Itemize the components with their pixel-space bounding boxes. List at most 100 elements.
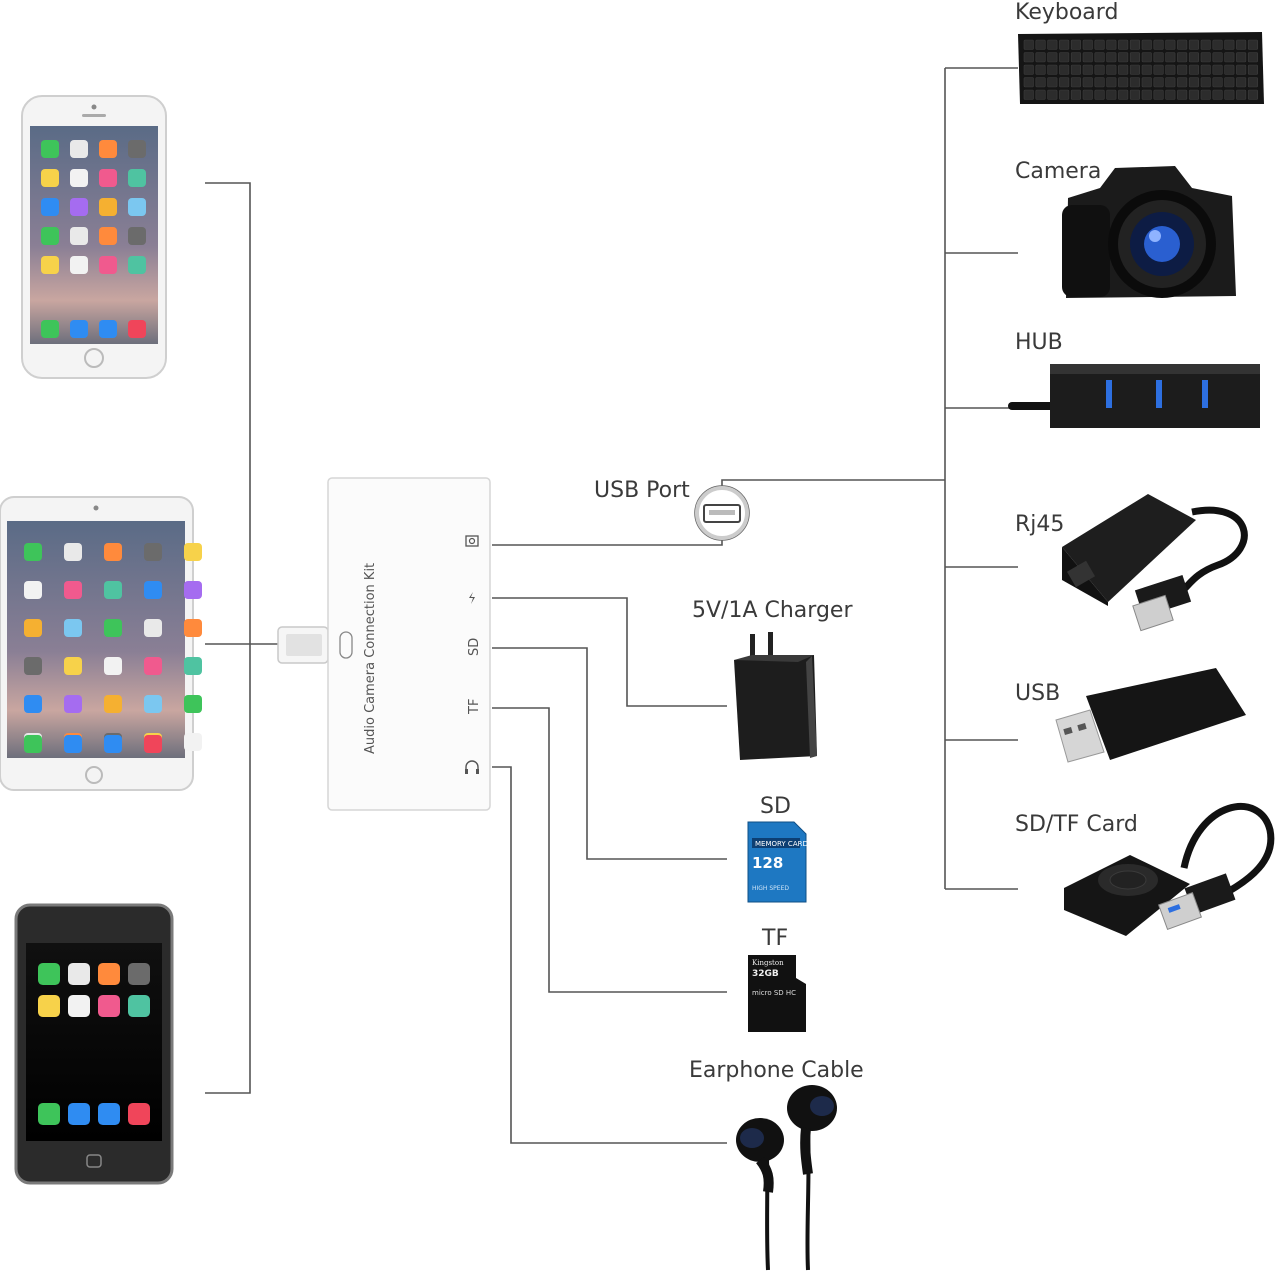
keyboard-key xyxy=(1153,89,1164,100)
keyboard-key xyxy=(1153,39,1164,50)
keyboard-key xyxy=(1023,39,1034,50)
dock-icon xyxy=(99,320,117,338)
keyboard-key xyxy=(1165,89,1176,100)
keyboard-key xyxy=(1200,39,1211,50)
app-icon xyxy=(70,140,88,158)
keyboard-key xyxy=(1212,77,1223,88)
svg-text:MEMORY CARD: MEMORY CARD xyxy=(755,840,808,848)
keyboard-key xyxy=(1165,39,1176,50)
keyboard-key xyxy=(1224,39,1235,50)
app-icon xyxy=(184,581,202,599)
keyboard-key xyxy=(1129,52,1140,63)
keyboard-key xyxy=(1165,77,1176,88)
keyboard-key xyxy=(1094,64,1105,75)
svg-text:Kingston: Kingston xyxy=(752,959,784,967)
keyboard-key xyxy=(1059,52,1070,63)
app-icon xyxy=(128,963,150,985)
app-icon xyxy=(128,140,146,158)
app-icon xyxy=(64,695,82,713)
svg-text:32GB: 32GB xyxy=(752,969,779,979)
keyboard-key xyxy=(1059,77,1070,88)
app-icon xyxy=(144,581,162,599)
keyboard-key xyxy=(1153,64,1164,75)
app-icon xyxy=(144,543,162,561)
keyboard-key xyxy=(1094,52,1105,63)
keyboard-image xyxy=(1018,32,1264,104)
app-icon xyxy=(144,695,162,713)
keyboard-key xyxy=(1023,52,1034,63)
keyboard-key xyxy=(1035,64,1046,75)
keyboard-key xyxy=(1200,52,1211,63)
keyboard-key xyxy=(1153,52,1164,63)
card-reader-image xyxy=(1064,803,1275,936)
keyboard-key xyxy=(1082,39,1093,50)
app-icon xyxy=(184,695,202,713)
app-icon xyxy=(24,695,42,713)
app-icon xyxy=(184,543,202,561)
dock-icon xyxy=(128,320,146,338)
label-charger: 5V/1A Charger xyxy=(692,598,853,623)
keyboard-key xyxy=(1247,77,1258,88)
keyboard-key xyxy=(1212,64,1223,75)
keyboard-key xyxy=(1247,39,1258,50)
app-icon xyxy=(104,543,122,561)
keyboard-key xyxy=(1247,64,1258,75)
keyboard-key xyxy=(1118,39,1129,50)
keyboard-key xyxy=(1118,77,1129,88)
keyboard-key xyxy=(1129,77,1140,88)
keyboard-key xyxy=(1035,39,1046,50)
port-label-tf: TF xyxy=(467,699,482,715)
ipod-image xyxy=(14,903,174,1185)
keyboard-key xyxy=(1082,52,1093,63)
keyboard-key xyxy=(1188,77,1199,88)
keyboard-key xyxy=(1141,89,1152,100)
keyboard-key xyxy=(1047,77,1058,88)
keyboard-key xyxy=(1200,77,1211,88)
app-icon xyxy=(38,995,60,1017)
usb-port-icon xyxy=(694,485,750,541)
app-icon xyxy=(98,995,120,1017)
port-label-sd: SD xyxy=(467,638,482,656)
dock-icon xyxy=(104,735,122,753)
earphone-image xyxy=(736,1085,837,1271)
keyboard-key xyxy=(1236,52,1247,63)
label-rj45: Rj45 xyxy=(1015,512,1065,537)
keyboard-key xyxy=(1188,64,1199,75)
label-tf: TF xyxy=(762,926,789,951)
keyboard-key xyxy=(1047,89,1058,100)
keyboard-key xyxy=(1047,52,1058,63)
app-icon xyxy=(128,227,146,245)
keyboard-key xyxy=(1236,89,1247,100)
keyboard-key xyxy=(1082,64,1093,75)
keyboard-key xyxy=(1141,64,1152,75)
keyboard-key xyxy=(1070,77,1081,88)
iphone-image xyxy=(21,95,167,379)
line-left-bracket xyxy=(205,182,251,1094)
keyboard-key xyxy=(1118,89,1129,100)
keyboard-key xyxy=(1059,64,1070,75)
keyboard-key xyxy=(1035,77,1046,88)
keyboard-key xyxy=(1200,64,1211,75)
dock-icon xyxy=(144,735,162,753)
app-icon xyxy=(128,256,146,274)
keyboard-key xyxy=(1177,89,1188,100)
app-icon xyxy=(144,619,162,637)
app-icon xyxy=(99,227,117,245)
line-charger xyxy=(492,597,727,707)
keyboard-key xyxy=(1236,39,1247,50)
app-icon xyxy=(104,695,122,713)
keyboard-key xyxy=(1082,89,1093,100)
app-icon xyxy=(41,256,59,274)
app-icon xyxy=(64,619,82,637)
keyboard-key xyxy=(1188,89,1199,100)
keyboard-key xyxy=(1106,52,1117,63)
keyboard-key xyxy=(1082,77,1093,88)
app-icon xyxy=(24,657,42,675)
dock-icon xyxy=(70,320,88,338)
usb-hub-image xyxy=(1008,364,1260,428)
app-icon xyxy=(99,140,117,158)
app-icon xyxy=(68,963,90,985)
keyboard-key xyxy=(1035,52,1046,63)
sd-card-image: MEMORY CARD 128 HIGH SPEED xyxy=(747,821,808,903)
